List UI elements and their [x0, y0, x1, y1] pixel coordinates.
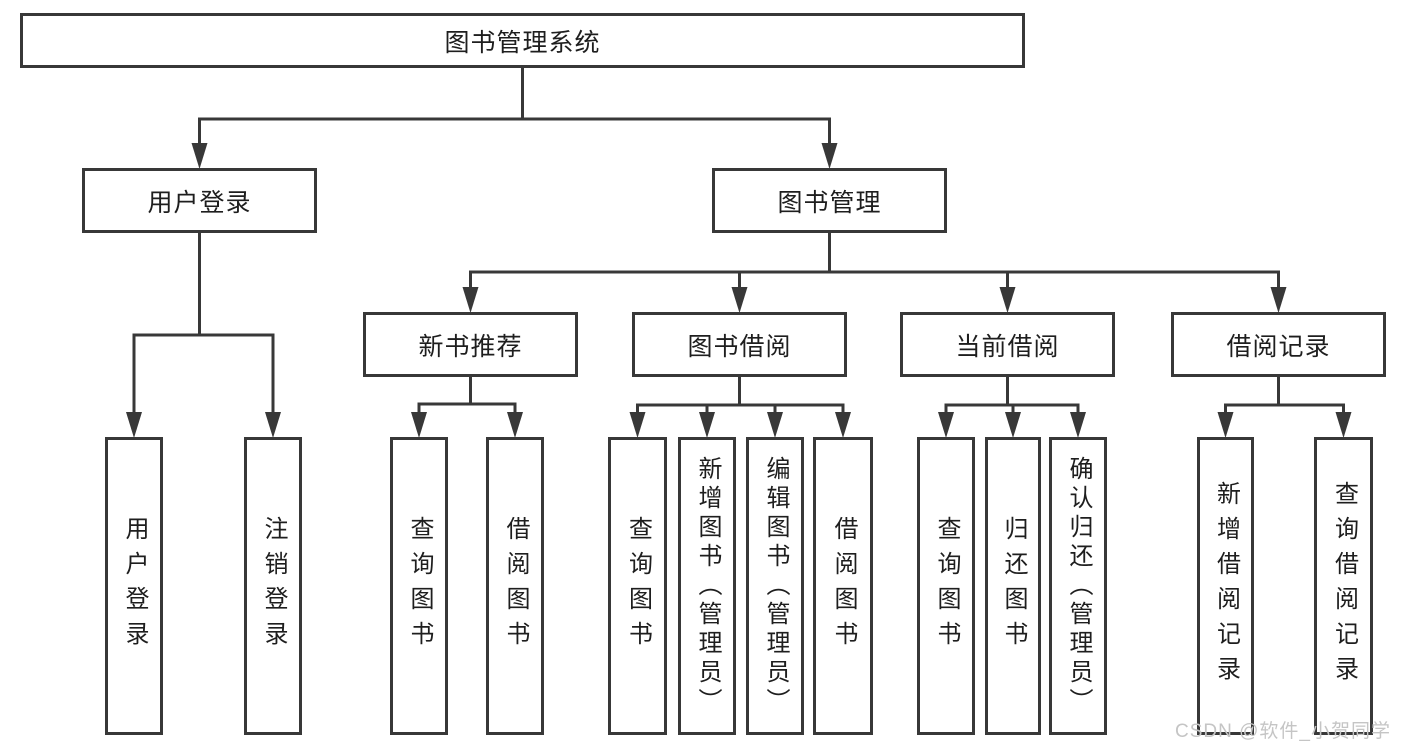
node-root: 图书管理系统	[20, 13, 1025, 68]
node-login: 用户登录	[82, 168, 317, 233]
node-leaf-query-record: 查询借阅记录	[1314, 437, 1373, 735]
edge-group-book-borrow	[629, 375, 851, 438]
csdn-watermark: CSDN @软件_小贺同学	[1175, 721, 1391, 742]
edge-group-current-borrow	[938, 375, 1086, 438]
node-leaf-query-books-3: 查询图书	[917, 437, 975, 735]
node-leaf-edit-books: 编辑图书（管理员）	[746, 437, 804, 735]
node-leaf-query-books-2: 查询图书	[608, 437, 667, 735]
node-leaf-logout: 注销登录	[244, 437, 302, 735]
node-book-borrow: 图书借阅	[632, 312, 847, 377]
node-leaf-query-books-1: 查询图书	[390, 437, 448, 735]
node-book-mgmt: 图书管理	[712, 168, 947, 233]
edge-group-new-books	[411, 375, 523, 438]
node-new-books: 新书推荐	[363, 312, 578, 377]
node-leaf-user-login: 用户登录	[105, 437, 163, 735]
edge-group-borrow-records	[1217, 375, 1352, 438]
node-current-borrow: 当前借阅	[900, 312, 1115, 377]
edge-group-login	[126, 231, 281, 438]
node-leaf-borrow-books-2: 借阅图书	[813, 437, 873, 735]
node-leaf-borrow-books-1: 借阅图书	[486, 437, 544, 735]
edge-group-book-mgmt	[462, 231, 1287, 313]
node-leaf-return-books: 归还图书	[985, 437, 1041, 735]
edge-group-root	[191, 66, 838, 169]
node-leaf-add-record: 新增借阅记录	[1197, 437, 1254, 735]
node-leaf-add-books: 新增图书（管理员）	[678, 437, 736, 735]
node-leaf-confirm-return: 确认归还（管理员）	[1049, 437, 1107, 735]
node-borrow-records: 借阅记录	[1171, 312, 1386, 377]
